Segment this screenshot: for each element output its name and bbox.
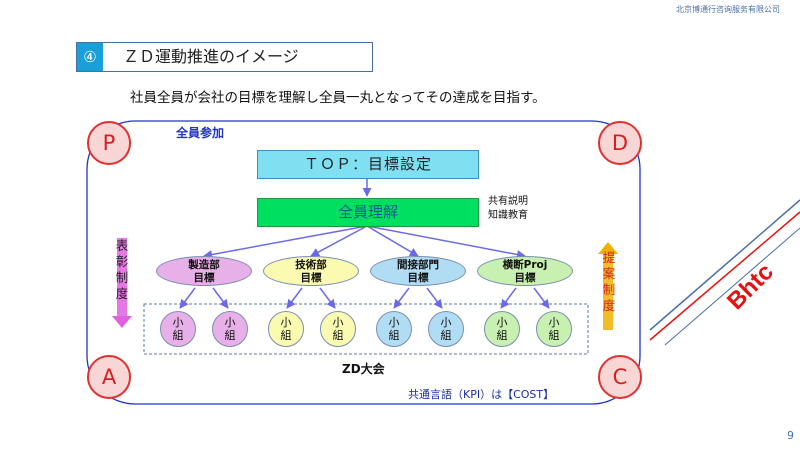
small-group-7: 小組 bbox=[484, 311, 520, 347]
arrow-g1-s2 bbox=[212, 287, 229, 309]
corner-c: C bbox=[598, 355, 642, 399]
company-name: 北京博通行咨询服务有限公司 bbox=[676, 5, 780, 14]
small-group-box bbox=[143, 303, 589, 355]
goal-line-1: 間接部門 bbox=[397, 259, 439, 271]
top-goal-box: ＴＯＰ：目標設定 bbox=[257, 150, 479, 179]
goal-line-2: 目標 bbox=[300, 272, 322, 284]
decor-line-2 bbox=[649, 211, 800, 341]
arrow-g2-s1 bbox=[286, 287, 303, 309]
title-number: ④ bbox=[77, 43, 103, 71]
small-group-5: 小組 bbox=[376, 311, 412, 347]
goal-line-2: 目標 bbox=[514, 272, 536, 284]
left-arrow-head bbox=[112, 316, 132, 328]
goal-engineering: 技術部 目標 bbox=[263, 256, 359, 286]
small-group-1: 小組 bbox=[160, 311, 196, 347]
goal-indirect: 間接部門 目標 bbox=[370, 256, 466, 286]
arrow-to-goal-3 bbox=[366, 225, 419, 257]
zd-meeting-label: ZD大会 bbox=[342, 362, 385, 376]
goal-line-2: 目標 bbox=[193, 272, 215, 284]
note-line-2: 知識教育 bbox=[488, 210, 528, 221]
corner-a: A bbox=[87, 355, 131, 399]
arrow-to-goal-2 bbox=[310, 225, 368, 257]
decor-line-1 bbox=[649, 199, 800, 331]
arrow-g1-s1 bbox=[179, 287, 196, 309]
goal-manufacturing: 製造部 目標 bbox=[156, 256, 252, 286]
subtitle: 社員全員が会社の目標を理解し全員一丸となってその達成を目指す。 bbox=[130, 90, 546, 106]
arrow-to-goal-1 bbox=[203, 225, 368, 259]
page-number: 9 bbox=[787, 429, 794, 442]
arrow-g2-s2 bbox=[319, 287, 336, 309]
small-group-2: 小組 bbox=[212, 311, 248, 347]
note-line-1: 共有説明 bbox=[488, 196, 528, 207]
goal-line-1: 製造部 bbox=[188, 259, 220, 271]
small-group-3: 小組 bbox=[268, 311, 304, 347]
all-join-label: 全員参加 bbox=[176, 126, 225, 140]
small-group-6: 小組 bbox=[428, 311, 464, 347]
goal-cross-project: 横断Proj 目標 bbox=[477, 256, 573, 286]
title-box: ④ ＺＤ運動推進のイメージ bbox=[76, 42, 373, 72]
right-arrow-shaft bbox=[603, 254, 613, 330]
commendation-system-label: 表 彰 制 度 bbox=[115, 238, 129, 301]
goal-line-1: 横断Proj bbox=[502, 259, 548, 271]
outer-frame bbox=[86, 120, 641, 405]
corner-p: P bbox=[87, 121, 131, 165]
arrow-to-goal-4 bbox=[366, 225, 526, 259]
title-text: ＺＤ運動推進のイメージ bbox=[123, 47, 299, 66]
small-group-4: 小組 bbox=[320, 311, 356, 347]
small-group-8: 小組 bbox=[536, 311, 572, 347]
goal-line-2: 目標 bbox=[407, 272, 429, 284]
arrow-g4-s2 bbox=[533, 287, 550, 309]
understand-box: 全員理解 bbox=[257, 198, 479, 227]
corner-d: D bbox=[598, 121, 642, 165]
proposal-system-label: 提 案 制 度 bbox=[602, 250, 616, 313]
kpi-note: 共通言語（KPI）は【COST】 bbox=[408, 388, 555, 401]
right-arrow-head bbox=[598, 242, 618, 254]
arrow-g3-s1 bbox=[393, 287, 410, 309]
arrow-g3-s2 bbox=[426, 287, 443, 309]
side-note: 共有説明 知識教育 bbox=[488, 195, 528, 223]
decor-line-3 bbox=[664, 227, 800, 346]
goal-line-1: 技術部 bbox=[295, 259, 327, 271]
arrow-g4-s1 bbox=[500, 287, 517, 309]
left-arrow-shaft bbox=[117, 238, 127, 316]
